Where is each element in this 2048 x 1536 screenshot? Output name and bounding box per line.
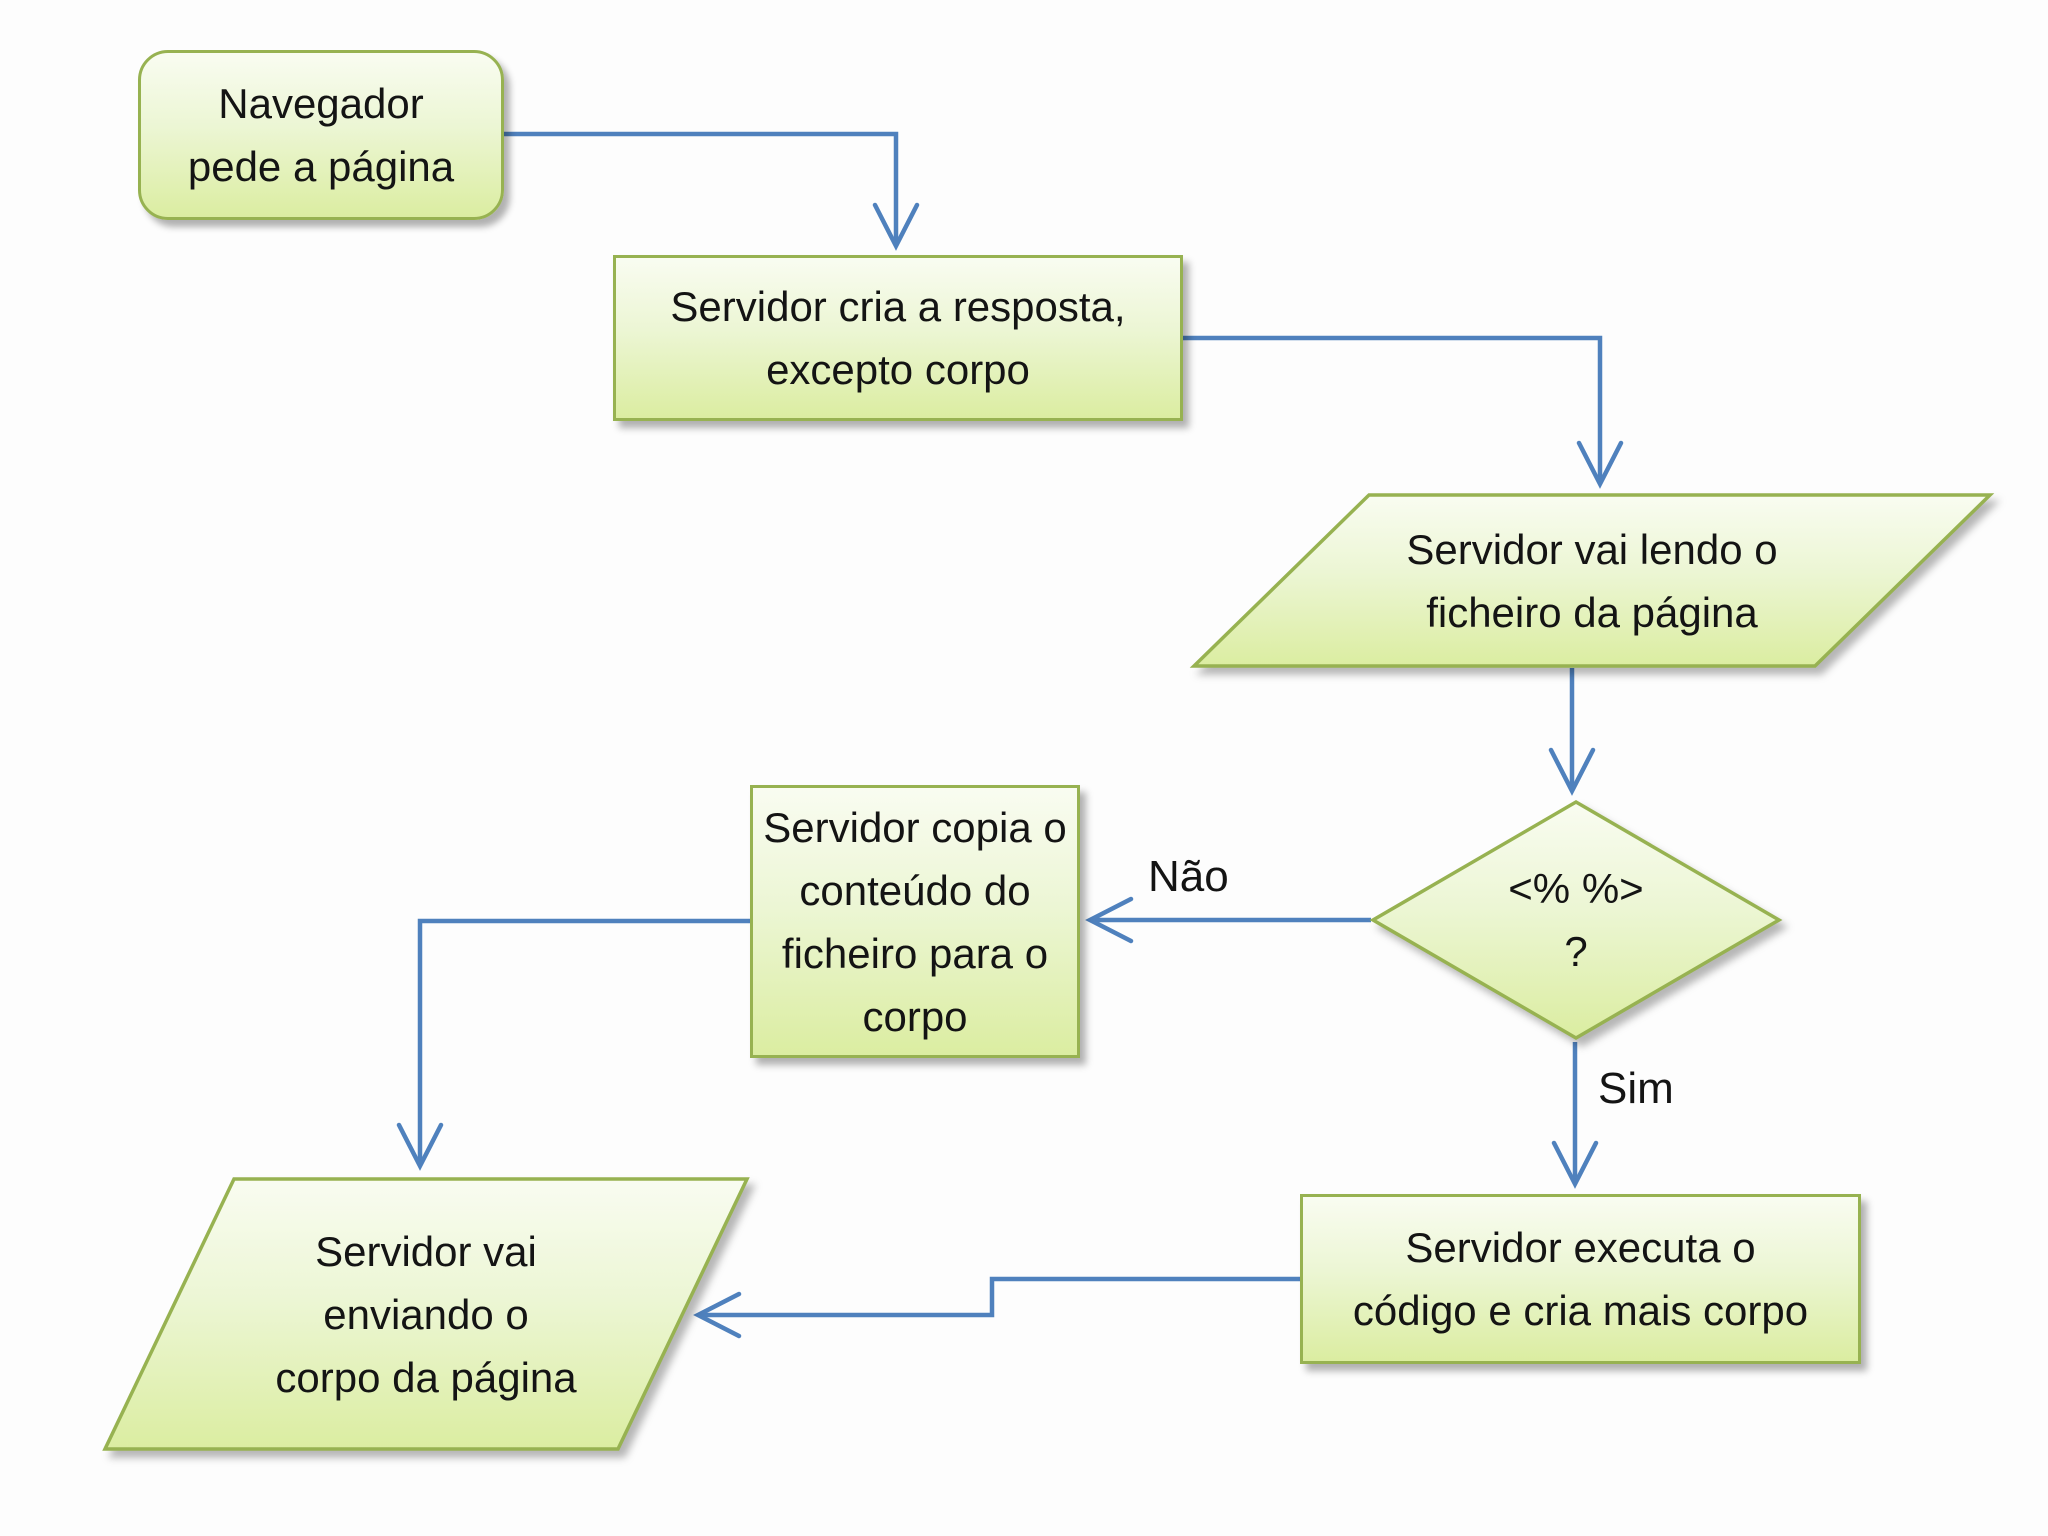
node-copy-content-label: Servidor copia o conteúdo do ficheiro pa… [763, 803, 1067, 1040]
edge-create-response-to-read-file [1183, 335, 1624, 489]
edge-label-nao: Não [1148, 852, 1229, 901]
node-execute-code-label: Servidor executa o código e cria mais co… [1352, 1224, 1809, 1334]
node-start-label: Navegador pede a página [187, 80, 455, 190]
node-decision [1369, 799, 1783, 1041]
edge-label-sim: Sim [1598, 1064, 1674, 1113]
node-start: Navegador pede a página [138, 50, 504, 220]
node-execute-code: Servidor executa o código e cria mais co… [1300, 1194, 1861, 1364]
node-create-response: Servidor cria a resposta, excepto corpo [613, 255, 1183, 421]
edge-start-to-create-response [504, 131, 920, 251]
node-send-body [102, 1177, 750, 1451]
edge-copy-content-to-send-body [396, 918, 750, 1171]
node-read-file [1189, 493, 1995, 668]
node-create-response-label: Servidor cria a resposta, excepto corpo [670, 283, 1126, 393]
node-copy-content: Servidor copia o conteúdo do ficheiro pa… [750, 785, 1080, 1058]
edge-execute-code-to-send-body [693, 1276, 1310, 1339]
